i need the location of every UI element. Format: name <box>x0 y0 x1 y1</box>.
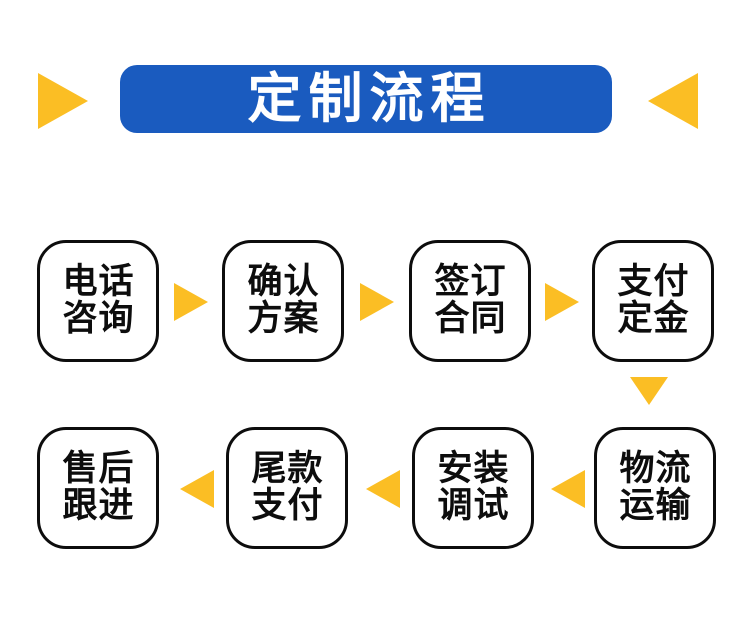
step-label-line2: 调试 <box>437 486 510 526</box>
triangle-left-icon <box>551 470 585 508</box>
triangle-right-icon <box>38 73 88 129</box>
step-label-line1: 售后 <box>62 448 135 489</box>
step-label-line1: 确认 <box>247 261 320 302</box>
step-box-after-sales-followup[interactable]: 售后 跟进 <box>37 427 159 549</box>
triangle-right-icon <box>545 283 579 321</box>
step-box-sign-contract[interactable]: 签订 合同 <box>409 240 531 362</box>
step-label-line2: 方案 <box>247 299 320 339</box>
flow-row-2: 售后 跟进 尾款 支付 安装 调试 物流 运输 <box>0 425 750 555</box>
triangle-right-icon <box>360 283 394 321</box>
step-box-phone-consult[interactable]: 电话 咨询 <box>37 240 159 362</box>
step-label-line2: 定金 <box>617 299 690 339</box>
triangle-right-icon <box>174 283 208 321</box>
step-label-line2: 跟进 <box>62 486 135 526</box>
step-label-line2: 运输 <box>619 486 692 526</box>
step-label-line1: 物流 <box>619 448 692 489</box>
header: 定制流程 <box>0 55 750 145</box>
step-label-line1: 电话 <box>62 261 135 302</box>
step-label-line1: 支付 <box>617 261 690 302</box>
step-box-confirm-plan[interactable]: 确认 方案 <box>222 240 344 362</box>
page-title: 定制流程 <box>247 67 492 130</box>
step-box-logistics-shipping[interactable]: 物流 运输 <box>594 427 716 549</box>
triangle-left-icon <box>366 470 400 508</box>
step-box-pay-deposit[interactable]: 支付 定金 <box>592 240 714 362</box>
step-label-line2: 咨询 <box>62 299 135 339</box>
page-title-pill: 定制流程 <box>120 65 612 133</box>
step-label-line1: 签订 <box>434 261 507 302</box>
triangle-left-icon <box>180 470 214 508</box>
step-label-line2: 支付 <box>251 486 324 526</box>
step-label-line2: 合同 <box>434 299 507 339</box>
step-box-install-debug[interactable]: 安装 调试 <box>412 427 534 549</box>
step-box-final-payment[interactable]: 尾款 支付 <box>226 427 348 549</box>
step-label-line1: 尾款 <box>251 448 324 489</box>
triangle-down-icon <box>630 377 668 405</box>
triangle-left-icon <box>648 73 698 129</box>
step-label-line1: 安装 <box>437 448 510 489</box>
flow-row-1: 电话 咨询 确认 方案 签订 合同 支付 定金 <box>0 238 750 368</box>
